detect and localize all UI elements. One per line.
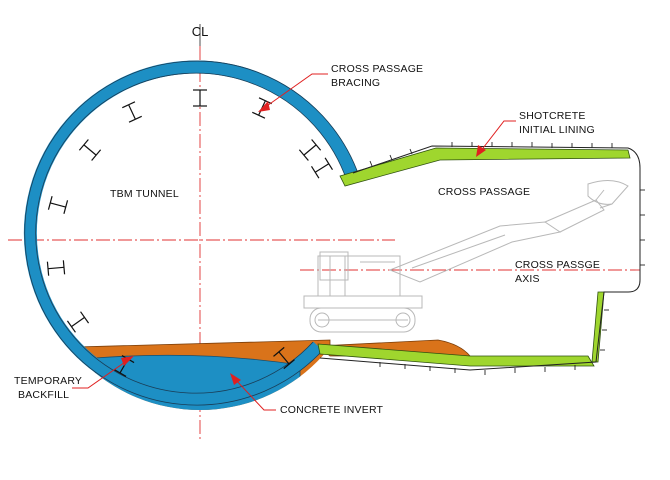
label-shotcrete-line2: INITIAL LINING [519, 124, 595, 136]
label-cross-passage-bracing-line2: BRACING [331, 77, 380, 89]
label-concrete-invert: CONCRETE INVERT [280, 404, 384, 416]
cross-passage-excavation-outline [319, 145, 641, 371]
shotcrete-lining-top [339, 147, 631, 187]
label-cross-passage-axis-line1: CROSS PASSGE [515, 259, 600, 271]
leader-concrete-invert [230, 373, 276, 411]
shotcrete-lining-end [591, 291, 605, 363]
label-temporary-backfill-line1: TEMPORARY [14, 375, 82, 387]
tbm-tunnel-lining [23, 60, 360, 406]
shotcrete-lining-bottom [317, 343, 595, 367]
label-shotcrete-line1: SHOTCRETE [519, 110, 586, 122]
label-cross-passage-bracing-line1: CROSS PASSAGE [331, 63, 423, 75]
rock-bolt-ticks [369, 142, 645, 375]
centerline-symbol: CL [192, 24, 208, 46]
cross-passage-bracing [46, 89, 334, 377]
leader-bracing [258, 73, 328, 112]
label-tbm-tunnel: TBM TUNNEL [110, 188, 179, 200]
excavator-drawing [303, 180, 629, 333]
leader-temporary-backfill [72, 356, 134, 389]
label-temporary-backfill-line2: BACKFILL [18, 389, 69, 401]
label-cross-passage: CROSS PASSAGE [438, 186, 530, 198]
leader-shotcrete [476, 120, 516, 157]
label-cross-passage-axis-line2: AXIS [515, 273, 540, 285]
